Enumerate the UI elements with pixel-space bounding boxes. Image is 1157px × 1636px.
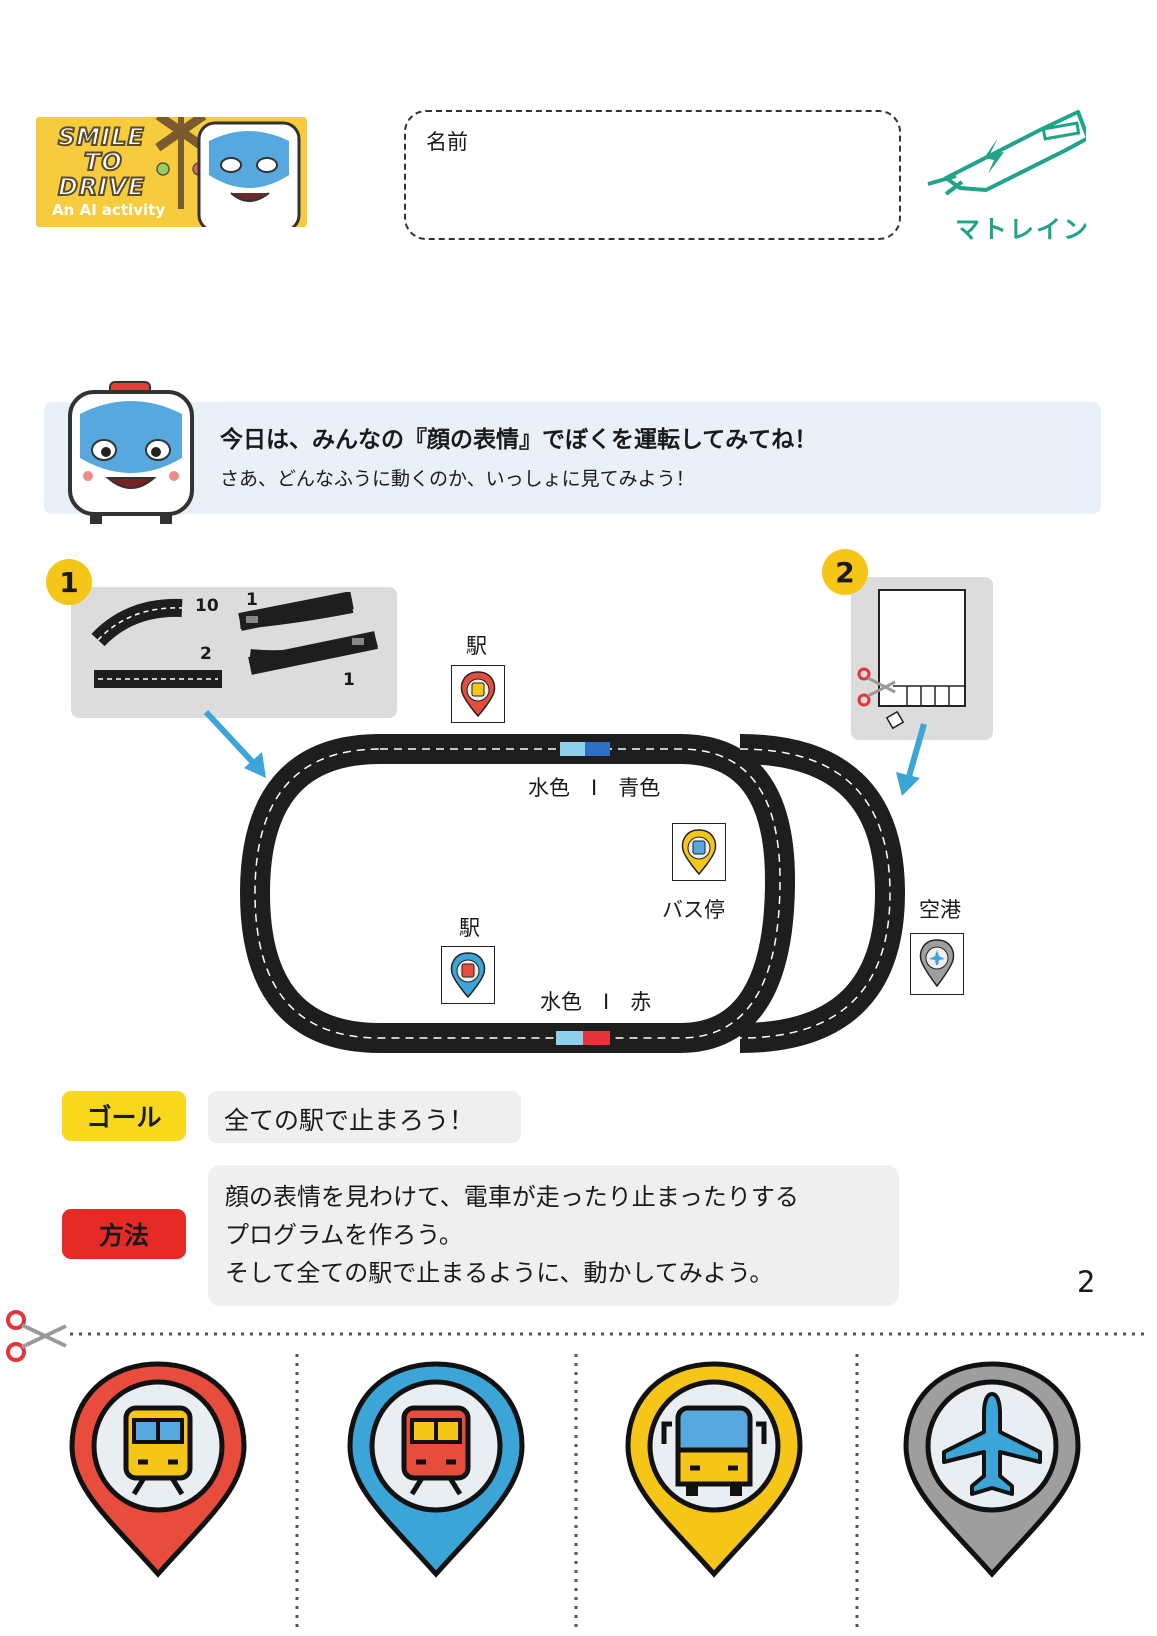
page-number: 2: [1077, 1265, 1096, 1299]
goal-tag: ゴール: [62, 1091, 186, 1141]
step1-badge: 1: [46, 559, 92, 605]
sensor-bottom-label: 水色 I 赤: [540, 990, 652, 1014]
airport-label: 空港: [919, 898, 961, 922]
train-pin-red-icon[interactable]: [68, 1358, 248, 1580]
logo-line-3: DRIVE: [57, 172, 146, 202]
train-mascot-icon: [68, 381, 194, 524]
count-switch-b: 1: [343, 670, 355, 690]
sensor-top-label: 水色 I 青色: [528, 776, 661, 800]
count-switch-a: 1: [246, 590, 258, 610]
count-curve: 10: [195, 596, 219, 616]
goal-text: 全ての駅で止まろう！: [224, 1106, 475, 1135]
method-text-box: 顔の表情を見わけて、電車が走ったり止まったりする プログラムを作ろう。 そして全…: [208, 1165, 899, 1306]
train-pin-blue-icon[interactable]: [346, 1358, 526, 1580]
intro-banner: 今日は、みんなの『顔の表情』でぼくを運転してみてね！ さあ、どんなふうに動くのか…: [44, 402, 1101, 514]
arrow-down-right-icon: [203, 709, 266, 778]
step2-badge: 2: [822, 549, 868, 595]
station-bottom-label: 駅: [459, 916, 480, 940]
bus-stop-pin-icon: [672, 823, 726, 881]
smile-to-drive-logo: SMILE TO DRIVE An AI activity: [36, 117, 307, 227]
name-label: 名前: [426, 130, 468, 154]
banner-subtext: さあ、どんなふうに動くのか、いっしょに見てみよう！: [220, 468, 695, 490]
airplane-pin-gray-icon[interactable]: [902, 1358, 1082, 1580]
track-map: [239, 734, 906, 1053]
scissors-icon: [6, 1310, 67, 1362]
airport-pin-icon: [910, 933, 964, 995]
method-line-1: 顔の表情を見わけて、電車が走ったり止まったりする: [225, 1183, 799, 1211]
logo-subtitle: An AI activity: [52, 201, 166, 219]
goal-text-box: 全ての駅で止まろう！: [208, 1091, 521, 1143]
method-tag: 方法: [62, 1209, 186, 1259]
track-parts-icon: [91, 592, 378, 688]
train-mascot-icon: [155, 117, 301, 227]
station-pin-blue-icon: [441, 946, 495, 1004]
count-straight: 2: [200, 644, 212, 664]
station-top-label: 駅: [466, 634, 487, 658]
logo-line-1: SMILE: [57, 122, 145, 152]
cut-card-icon: [857, 589, 966, 730]
method-line-3: そして全ての駅で止まるように、動かしてみよう。: [225, 1259, 774, 1287]
method-line-2: プログラムを作ろう。: [225, 1221, 463, 1249]
banner-heading: 今日は、みんなの『顔の表情』でぼくを運転してみてね！: [220, 427, 818, 453]
logo-line-2: TO: [83, 147, 123, 177]
station-pin-red-icon: [451, 665, 505, 723]
name-field[interactable]: 名前: [404, 110, 901, 240]
matrain-logo-icon: [927, 110, 1086, 196]
matrain-brand-text: マトレイン: [955, 215, 1091, 244]
bus-stop-label: バス停: [662, 898, 725, 922]
arrow-down-left-icon: [896, 723, 927, 796]
cut-section: [70, 1332, 1150, 1632]
bus-pin-yellow-icon[interactable]: [624, 1358, 804, 1580]
